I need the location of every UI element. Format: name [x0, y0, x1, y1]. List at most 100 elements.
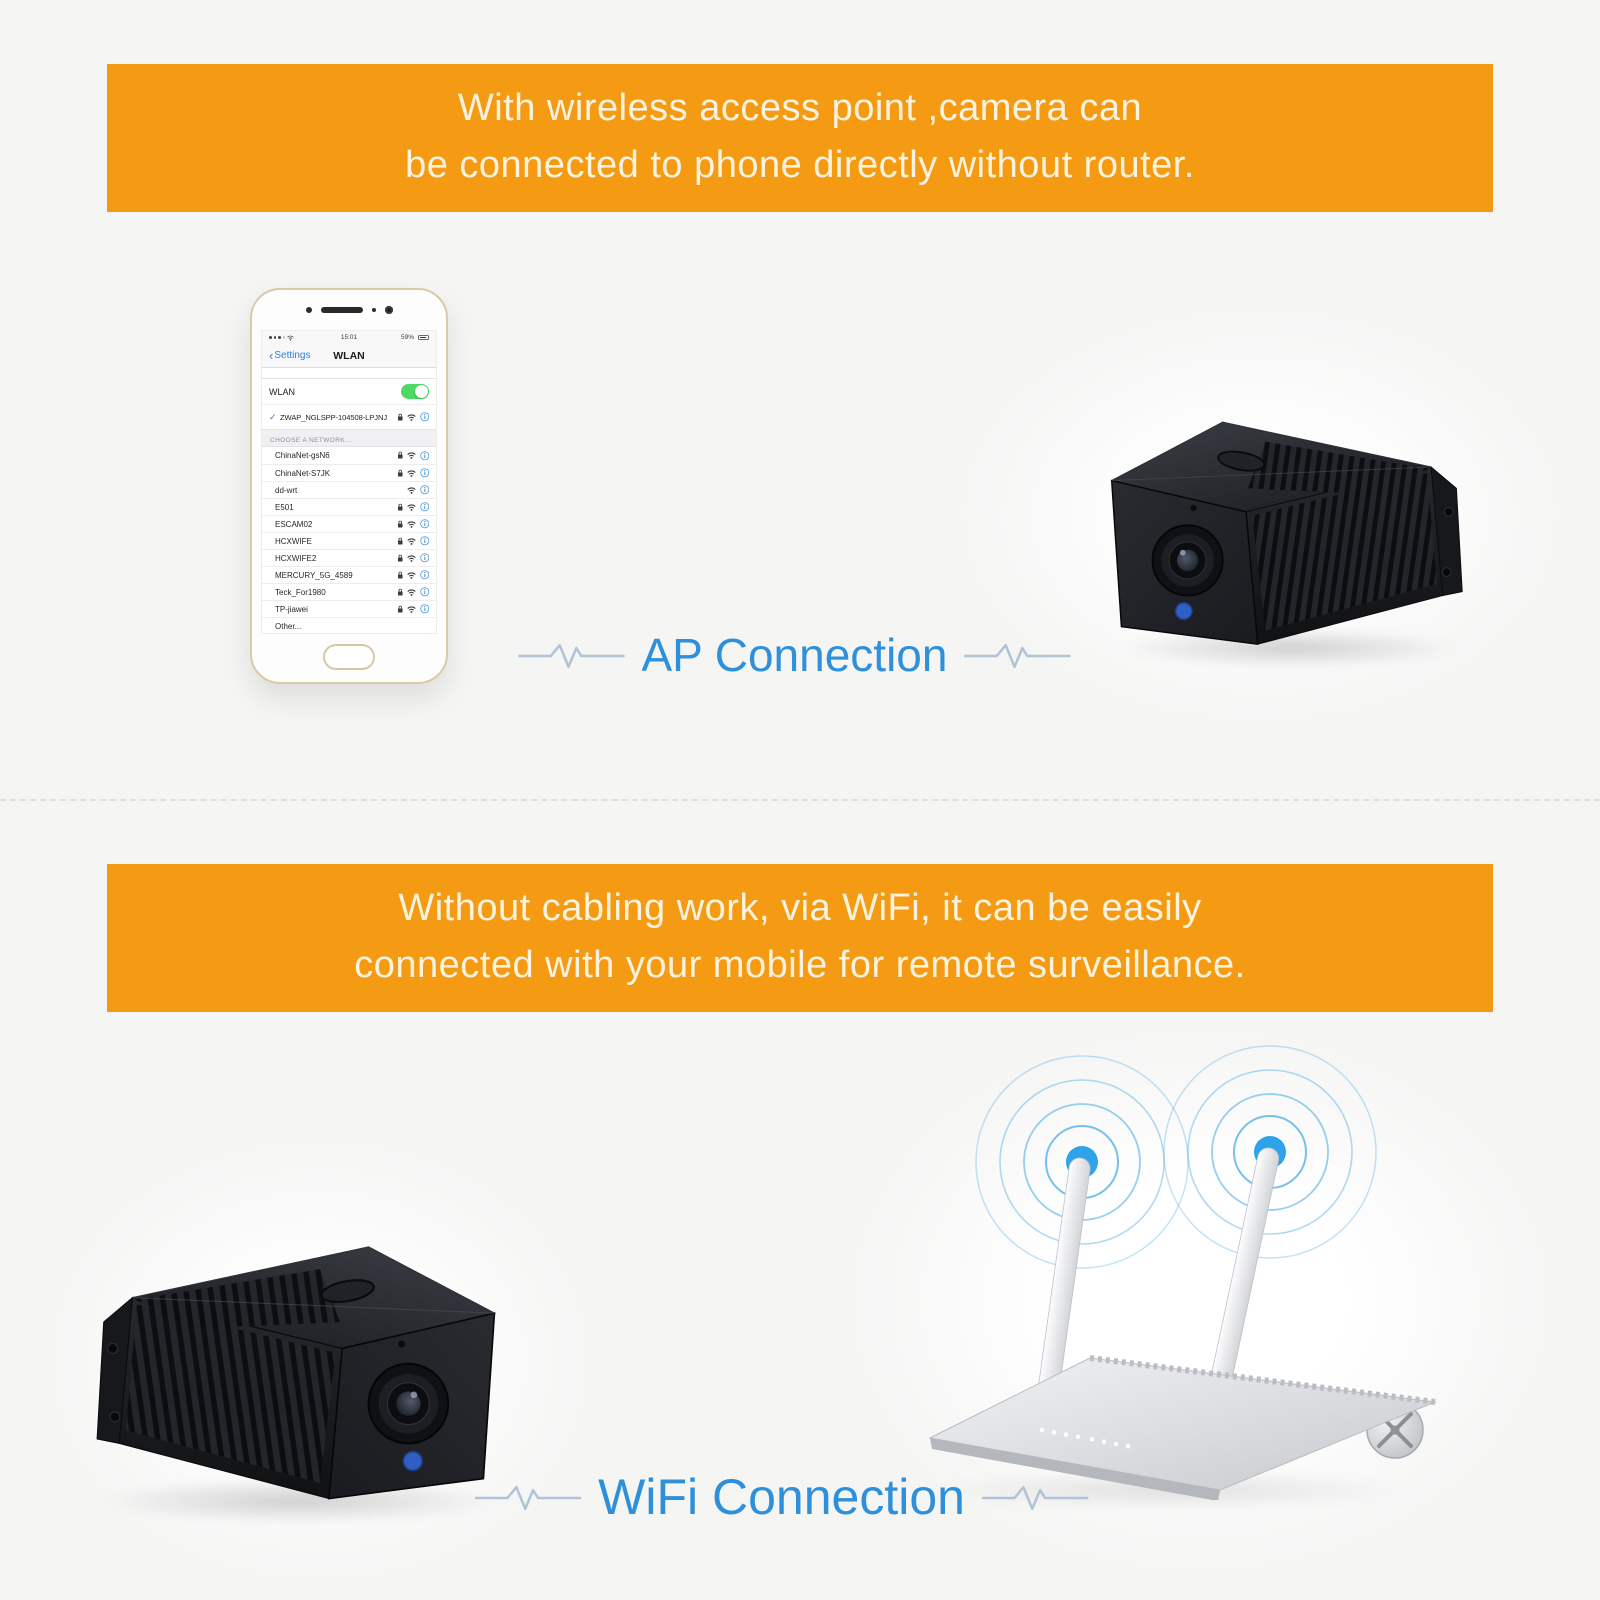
- info-icon[interactable]: [420, 570, 430, 580]
- ekg-line-icon: [981, 1485, 1089, 1511]
- banner-text-line: Without cabling work, via WiFi, it can b…: [398, 887, 1202, 929]
- info-icon[interactable]: [420, 519, 430, 529]
- wifi-network-row[interactable]: ESCAM02: [262, 515, 436, 532]
- signal-dot: [282, 336, 285, 339]
- wifi-connection-label: WiFi Connection: [474, 1468, 1089, 1526]
- lock-icon: [397, 469, 404, 478]
- status-bar: 15:01 59%: [262, 331, 436, 344]
- info-icon[interactable]: [420, 468, 430, 478]
- home-button[interactable]: [323, 644, 375, 670]
- wifi-network-row[interactable]: Teck_For1980: [262, 583, 436, 600]
- router-antenna: [1207, 1147, 1280, 1406]
- wifi-router-photo: [928, 1045, 1437, 1500]
- network-name: ChinaNet-gsN6: [275, 451, 330, 460]
- phone-screen: 15:01 59% ‹ Settings WLAN WLAN: [261, 330, 437, 634]
- screen-title: WLAN: [333, 349, 365, 362]
- router-body-edge: [930, 1438, 1220, 1500]
- wifi-connection-text: WiFi Connection: [598, 1469, 965, 1525]
- back-button-label: Settings: [274, 350, 311, 361]
- wifi-icon: [407, 414, 416, 421]
- wifi-icon: [407, 606, 416, 613]
- network-name: TP-jiawei: [275, 604, 308, 614]
- mini-camera-photo: [88, 1205, 508, 1514]
- info-icon[interactable]: [420, 536, 430, 546]
- ekg-line-icon: [474, 1485, 582, 1511]
- info-icon[interactable]: [420, 553, 430, 563]
- wifi-network-row[interactable]: ChinaNet-S7JK: [262, 464, 436, 481]
- signal-dot: [273, 336, 276, 339]
- phone-mockup: 15:01 59% ‹ Settings WLAN WLAN: [250, 288, 448, 684]
- ekg-line-icon: [964, 643, 1071, 669]
- info-icon[interactable]: [420, 604, 430, 614]
- wifi-icon: [407, 452, 416, 459]
- wifi-icon: [407, 572, 416, 579]
- wifi-icon: [407, 470, 416, 477]
- router-led-dots: [1039, 1427, 1131, 1449]
- info-icon[interactable]: [420, 412, 430, 422]
- ap-connection-label: AP Connection: [517, 628, 1071, 682]
- lock-icon: [397, 537, 404, 546]
- wlan-toggle[interactable]: [401, 384, 429, 399]
- sensor-dot: [384, 306, 393, 314]
- ap-connection-text: AP Connection: [641, 629, 948, 681]
- lock-icon: [397, 520, 404, 529]
- info-icon[interactable]: [420, 485, 430, 495]
- status-time: 15:01: [340, 334, 358, 341]
- heatsink-fins: [1089, 1355, 1436, 1405]
- wifi-network-row[interactable]: ChinaNet-gsN6: [262, 447, 436, 464]
- network-list: ChinaNet-gsN6 ChinaNet-S7JK: [262, 446, 436, 633]
- other-networks-item[interactable]: Other...: [262, 617, 436, 633]
- lock-icon: [397, 588, 404, 597]
- battery-percent: 59%: [400, 334, 414, 341]
- network-name: ESCAM02: [275, 519, 313, 529]
- lock-icon: [397, 451, 404, 460]
- wifi-signal-ripples: [975, 1045, 1377, 1269]
- network-name: HCXWIFE2: [275, 553, 317, 563]
- lock-icon: [397, 503, 404, 512]
- wifi-network-row[interactable]: HCXWIFE: [262, 532, 436, 549]
- wlan-label: WLAN: [269, 386, 296, 397]
- lock-icon: [397, 554, 404, 563]
- wifi-network-row[interactable]: E501: [262, 498, 436, 515]
- connected-network-row[interactable]: ✓ ZWAP_NGLSPP-104508-LPJNJ: [262, 404, 436, 429]
- wifi-icon: [407, 521, 416, 528]
- section-divider: [0, 799, 1600, 801]
- nav-bar: ‹ Settings WLAN: [262, 344, 436, 368]
- network-name: MERCURY_5G_4589: [275, 570, 353, 580]
- phone-top-bezel: [252, 290, 446, 330]
- network-name: E501: [275, 502, 294, 512]
- earpiece-speaker: [320, 307, 363, 313]
- ekg-line-icon: [518, 643, 625, 669]
- status-wifi-icon: [287, 335, 294, 341]
- connected-network-name: ZWAP_NGLSPP-104508-LPJNJ: [280, 412, 388, 422]
- check-icon: ✓: [269, 411, 277, 422]
- other-label: Other...: [275, 621, 302, 631]
- signal-dot: [278, 336, 281, 339]
- mini-camera-photo: [1100, 385, 1470, 658]
- sensor-dot: [371, 308, 376, 312]
- wifi-icon: [407, 538, 416, 545]
- wifi-network-row[interactable]: dd-wrt: [262, 481, 436, 498]
- choose-network-header: CHOOSE A NETWORK...: [270, 437, 352, 444]
- wifi-icon: [407, 555, 416, 562]
- network-name: HCXWIFE: [275, 536, 312, 546]
- front-camera-dot: [305, 307, 312, 313]
- wifi-icon: [407, 504, 416, 511]
- wlan-toggle-row: WLAN: [262, 379, 436, 404]
- banner-text-line: be connected to phone directly without r…: [405, 144, 1195, 186]
- network-name: ChinaNet-S7JK: [275, 468, 331, 478]
- wifi-network-row[interactable]: HCXWIFE2: [262, 549, 436, 566]
- back-button[interactable]: ‹ Settings: [269, 347, 311, 363]
- wifi-section-banner: Without cabling work, via WiFi, it can b…: [107, 864, 1493, 1012]
- chevron-left-icon: ‹: [269, 347, 274, 363]
- wifi-network-row[interactable]: TP-jiawei: [262, 600, 436, 617]
- info-icon[interactable]: [420, 502, 430, 512]
- signal-dot: [269, 336, 272, 339]
- info-icon[interactable]: [420, 451, 430, 461]
- lock-icon: [397, 413, 404, 422]
- wifi-network-row[interactable]: MERCURY_5G_4589: [262, 566, 436, 583]
- ap-section-banner: With wireless access point ,camera can b…: [107, 64, 1493, 212]
- network-name: Teck_For1980: [275, 587, 326, 597]
- info-icon[interactable]: [420, 587, 430, 597]
